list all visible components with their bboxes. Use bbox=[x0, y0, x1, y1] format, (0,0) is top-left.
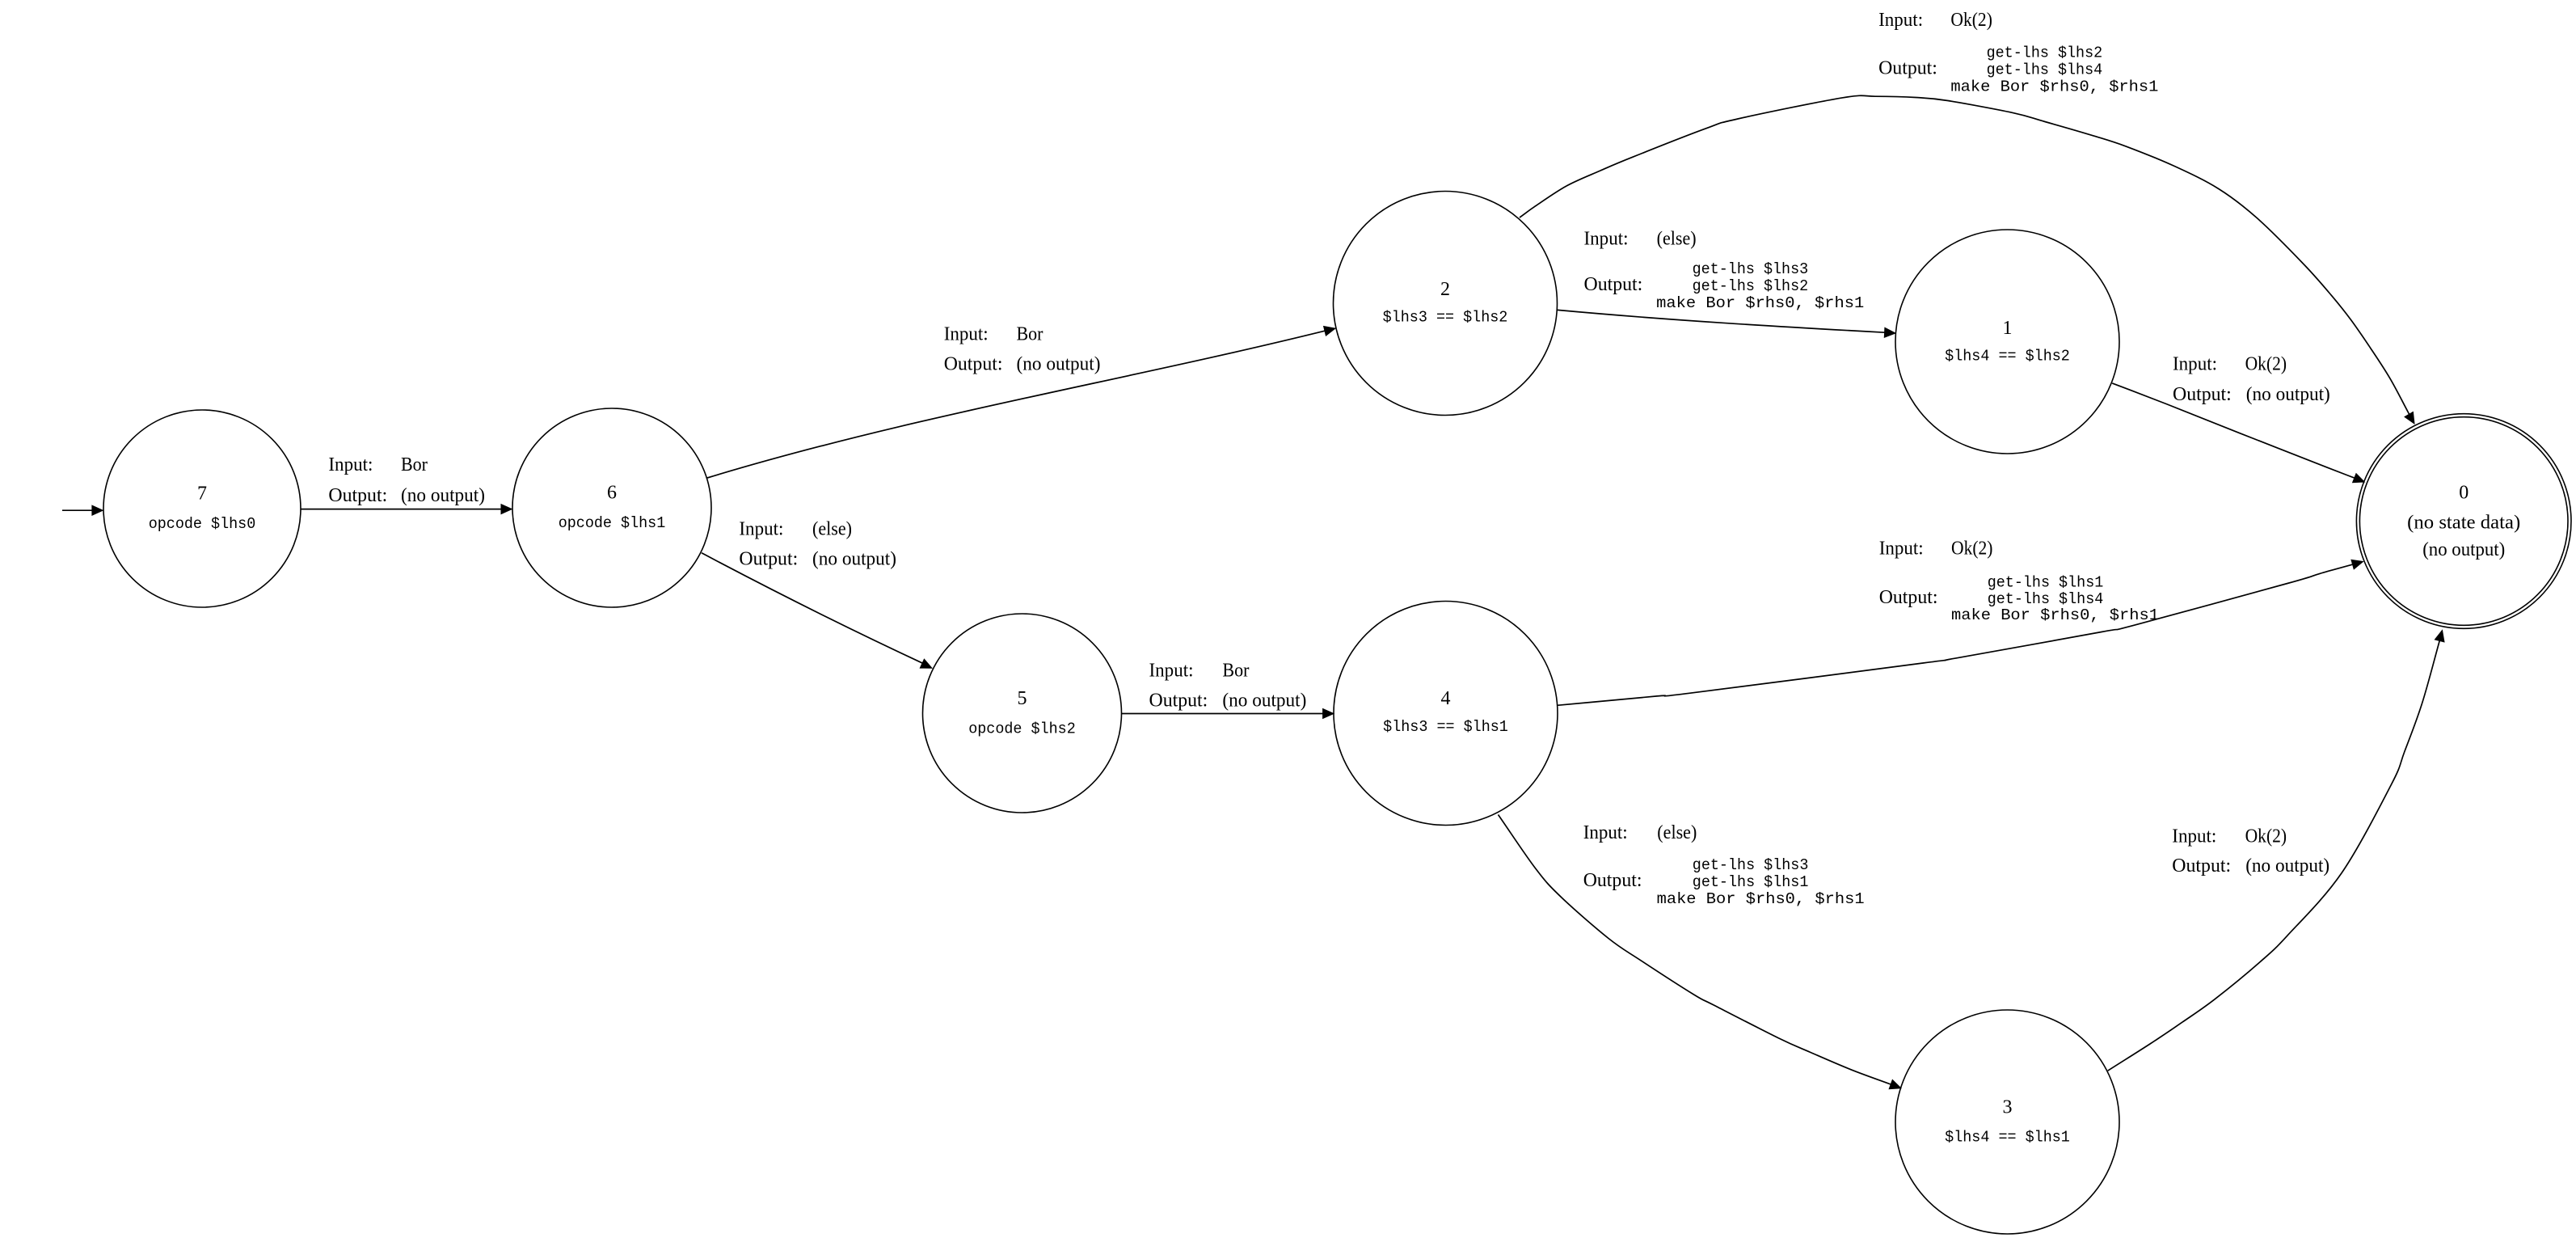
svg-text:get-lhs $lhs3: get-lhs $lhs3 bbox=[1693, 260, 1809, 278]
svg-text:(no output): (no output) bbox=[1017, 354, 1101, 375]
svg-text:0: 0 bbox=[2459, 482, 2468, 503]
svg-text:Ok(2): Ok(2) bbox=[1951, 539, 1993, 560]
svg-text:5: 5 bbox=[1018, 688, 1027, 709]
svg-text:get-lhs $lhs4: get-lhs $lhs4 bbox=[1988, 590, 2104, 608]
svg-text:Output:: Output: bbox=[2173, 384, 2232, 405]
svg-text:(no output): (no output) bbox=[812, 548, 896, 569]
svg-text:4: 4 bbox=[1441, 688, 1451, 709]
svg-text:Input:: Input: bbox=[2173, 354, 2217, 375]
svg-text:2: 2 bbox=[1440, 279, 1450, 300]
svg-text:Output:: Output: bbox=[1149, 691, 1208, 712]
svg-text:opcode $lhs1: opcode $lhs1 bbox=[559, 514, 666, 532]
svg-text:Ok(2): Ok(2) bbox=[1950, 10, 1992, 31]
svg-text:1: 1 bbox=[2003, 318, 2013, 339]
svg-text:Output:: Output: bbox=[1583, 870, 1642, 891]
svg-text:Output:: Output: bbox=[1879, 587, 1938, 608]
svg-text:Input:: Input: bbox=[1584, 228, 1629, 249]
svg-text:Input:: Input: bbox=[739, 518, 783, 539]
svg-text:Input:: Input: bbox=[1878, 10, 1923, 31]
svg-text:get-lhs $lhs2: get-lhs $lhs2 bbox=[1987, 44, 2103, 62]
svg-text:(no output): (no output) bbox=[2245, 855, 2329, 877]
svg-text:Output:: Output: bbox=[1584, 274, 1643, 295]
svg-text:$lhs3 == $lhs2: $lhs3 == $lhs2 bbox=[1383, 308, 1508, 326]
svg-text:Input:: Input: bbox=[1879, 539, 1924, 560]
svg-text:get-lhs $lhs4: get-lhs $lhs4 bbox=[1987, 61, 2103, 79]
svg-text:get-lhs $lhs3: get-lhs $lhs3 bbox=[1693, 856, 1809, 874]
svg-text:opcode $lhs2: opcode $lhs2 bbox=[968, 720, 1076, 738]
svg-text:Input:: Input: bbox=[944, 323, 989, 344]
svg-text:Input:: Input: bbox=[2172, 826, 2216, 847]
svg-text:Input:: Input: bbox=[328, 454, 373, 475]
svg-text:(else): (else) bbox=[1657, 822, 1697, 843]
svg-text:get-lhs $lhs2: get-lhs $lhs2 bbox=[1693, 277, 1809, 295]
svg-text:Input:: Input: bbox=[1583, 822, 1628, 843]
svg-text:get-lhs $lhs1: get-lhs $lhs1 bbox=[1693, 873, 1809, 891]
svg-text:(no output): (no output) bbox=[401, 485, 485, 506]
svg-text:(no output): (no output) bbox=[2246, 384, 2330, 405]
svg-text:(no output): (no output) bbox=[1222, 691, 1306, 712]
svg-text:(no state data): (no state data) bbox=[2407, 513, 2520, 534]
svg-text:Output:: Output: bbox=[1878, 58, 1937, 79]
svg-text:(else): (else) bbox=[812, 518, 852, 539]
svg-text:3: 3 bbox=[2003, 1097, 2013, 1118]
svg-text:6: 6 bbox=[607, 483, 617, 504]
svg-text:Bor: Bor bbox=[1017, 323, 1043, 344]
svg-text:Output:: Output: bbox=[2172, 855, 2231, 877]
svg-text:7: 7 bbox=[197, 484, 207, 505]
svg-text:$lhs4 == $lhs2: $lhs4 == $lhs2 bbox=[1945, 348, 2070, 365]
svg-text:make Bor $rhs0, $rhs1: make Bor $rhs0, $rhs1 bbox=[1657, 890, 1865, 908]
svg-text:Output:: Output: bbox=[944, 354, 1003, 375]
svg-text:Ok(2): Ok(2) bbox=[2245, 826, 2287, 847]
svg-text:Bor: Bor bbox=[1222, 660, 1249, 681]
svg-text:opcode $lhs0: opcode $lhs0 bbox=[149, 515, 256, 533]
svg-text:$lhs3 == $lhs1: $lhs3 == $lhs1 bbox=[1383, 718, 1508, 736]
svg-text:make Bor $rhs0, $rhs1: make Bor $rhs0, $rhs1 bbox=[1951, 606, 2159, 624]
svg-text:Bor: Bor bbox=[401, 454, 428, 475]
svg-text:$lhs4 == $lhs1: $lhs4 == $lhs1 bbox=[1945, 1129, 2070, 1147]
svg-text:Output:: Output: bbox=[328, 485, 387, 506]
svg-text:Input:: Input: bbox=[1149, 660, 1194, 681]
svg-text:make Bor $rhs0, $rhs1: make Bor $rhs0, $rhs1 bbox=[1656, 294, 1864, 312]
svg-text:make Bor $rhs0, $rhs1: make Bor $rhs0, $rhs1 bbox=[1950, 78, 2158, 96]
svg-text:(no output): (no output) bbox=[2422, 539, 2505, 560]
svg-text:Ok(2): Ok(2) bbox=[2245, 354, 2287, 375]
svg-text:(else): (else) bbox=[1657, 228, 1697, 249]
svg-text:get-lhs $lhs1: get-lhs $lhs1 bbox=[1988, 573, 2104, 591]
svg-text:Output:: Output: bbox=[739, 548, 798, 569]
